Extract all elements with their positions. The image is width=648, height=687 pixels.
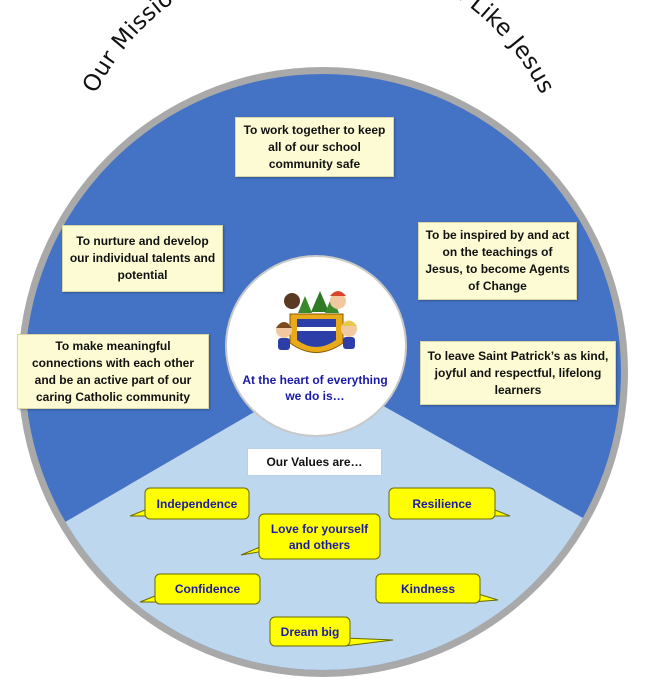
center-caption: At the heart of everything we do is… [242,373,388,403]
value-bubble-dream-big [269,616,351,647]
value-bubble-love [258,513,381,560]
value-dream-big: Dream big [280,624,340,639]
value-kindness: Kindness [400,581,455,596]
value-independence: Independence [156,496,238,511]
mission-box-jesus: To be inspired by and act on the teachin… [418,222,577,300]
value-confidence: Confidence [174,582,241,596]
mission-box-leave: To leave Saint Patrick’s as kind, joyful… [420,341,616,405]
mission-box-connections: To make meaningful connections with each… [17,334,209,409]
values-label: Our Values are… [248,449,381,475]
mission-box-talents: To nurture and develop our individual ta… [62,225,223,292]
value-bubble-independence [144,487,250,520]
school-logo [276,291,357,353]
value-resilience: Resilience [412,496,472,511]
value-love: Love for yourself and others [270,521,369,552]
mission-box-safe: To work together to keep all of our scho… [235,117,394,177]
value-bubble-confidence [154,573,261,605]
value-bubble-kindness [375,573,481,604]
value-bubble-resilience [388,487,496,520]
